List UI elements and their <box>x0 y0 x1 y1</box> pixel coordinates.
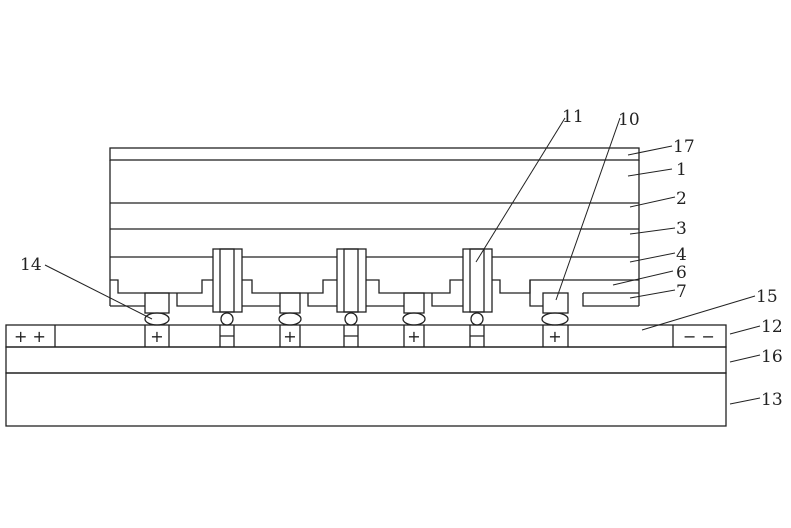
label-15: 15 <box>756 287 778 307</box>
label-1: 1 <box>676 160 687 180</box>
label-12: 12 <box>761 317 783 337</box>
label-10: 10 <box>618 110 640 130</box>
label-3: 3 <box>676 219 687 239</box>
layer-7-legs <box>110 280 639 307</box>
plus-sign: + <box>548 327 561 346</box>
layer-17-dotted <box>109 147 640 161</box>
label-17: 17 <box>673 137 695 157</box>
label-6: 6 <box>676 263 687 283</box>
leader-lines <box>44 117 761 405</box>
chip-stack <box>109 147 640 307</box>
vias <box>212 248 493 326</box>
negative-region-label: − − <box>683 327 715 346</box>
via <box>212 248 243 326</box>
plus-sign: + <box>150 327 163 346</box>
label-4: 4 <box>676 245 687 265</box>
substrate: + + − − + + + + <box>5 324 727 427</box>
label-7: 7 <box>676 282 687 302</box>
label-2: 2 <box>676 189 687 209</box>
layer-13 <box>5 372 727 427</box>
plus-sign: + <box>283 327 296 346</box>
layer-12-strip <box>5 324 727 348</box>
via <box>336 248 367 326</box>
label-11: 11 <box>562 107 584 127</box>
via <box>462 248 493 326</box>
reference-numerals: 11 10 17 1 2 3 4 6 7 15 12 16 13 14 <box>20 107 783 410</box>
label-14: 14 <box>20 255 42 275</box>
layer-16 <box>5 346 727 374</box>
positive-region-label: + + <box>14 327 46 346</box>
plus-sign: + <box>407 327 420 346</box>
label-16: 16 <box>761 347 783 367</box>
label-13: 13 <box>761 390 783 410</box>
